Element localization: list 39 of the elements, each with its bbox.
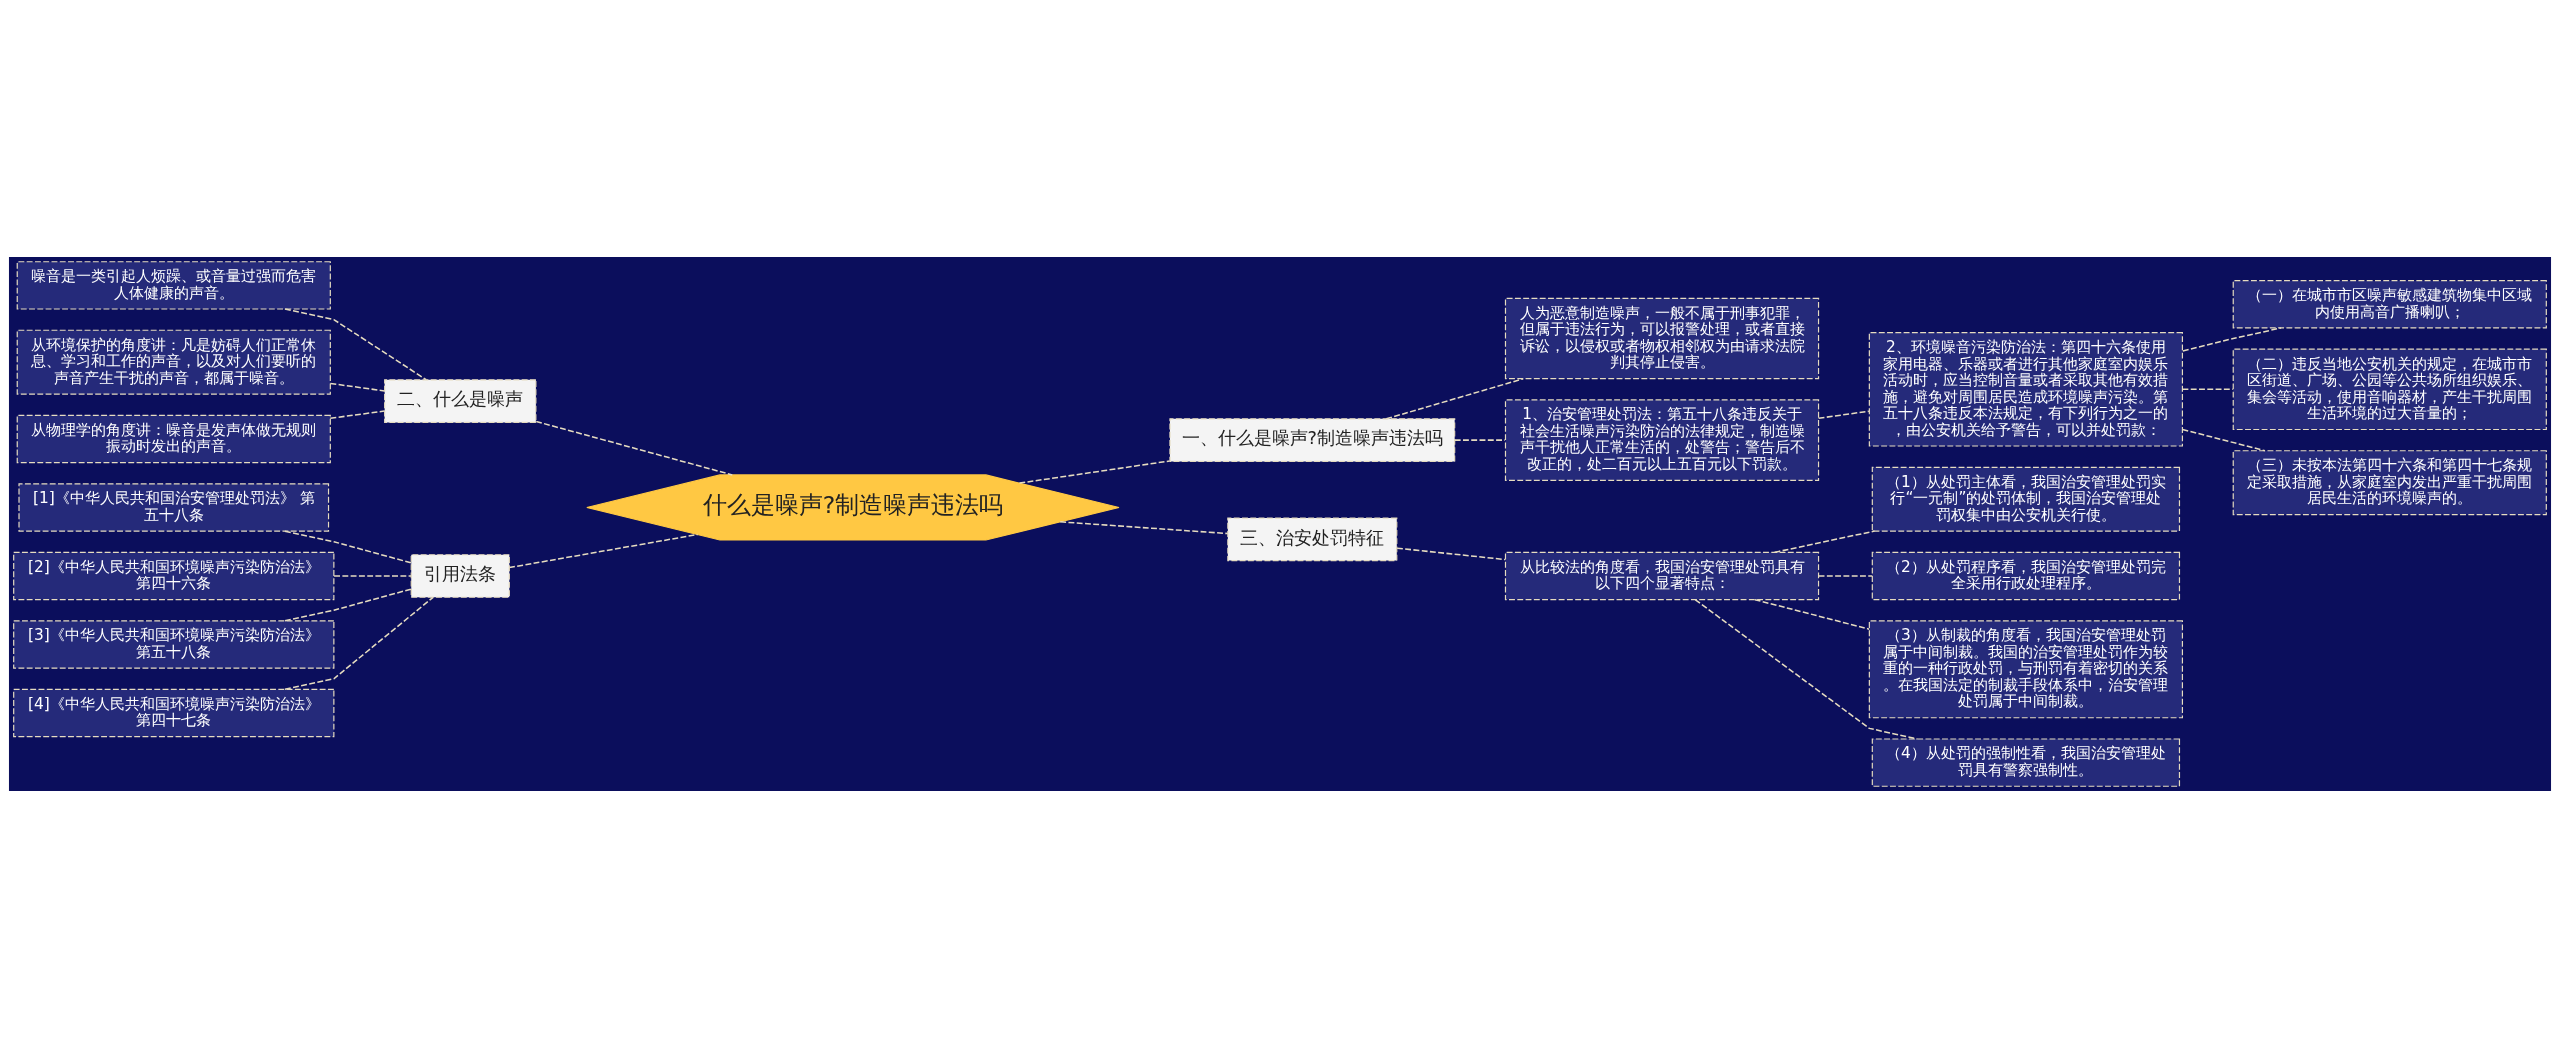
- node-box: [4]《中华人民共和国环境噪声污染防治法》第四十七条: [13, 688, 335, 738]
- node-box: 1、治安管理处罚法：第五十八条违反关于社会生活噪声污染防治的法律规定，制造噪声干扰他人正常生活的，处警告；警告后不改正的，处二百元以上五百元以下罚款。: [1504, 399, 1820, 481]
- node-box: [2]《中华人民共和国环境噪声污染防治法》第四十六条: [13, 551, 335, 601]
- node-box: （一）在城市市区噪声敏感建筑物集中区域内使用高音广播喇叭；: [2232, 280, 2547, 329]
- node-box: [1]《中华人民共和国治安管理处罚法》 第五十八条: [18, 483, 330, 532]
- node-box: 2、环境噪音污染防治法：第四十六条使用家用电器、乐器或者进行其他家庭室内娱乐活动时，应当控制音量或者采取其他有效措施，避免对周围居民造成环境噪声污染。第五十八条违反本法规定，有下列行为之一的，由公安机关给予警告，可以并处罚款：: [1868, 332, 2183, 447]
- node-box: （1）从处罚主体看，我国治安管理处罚实行“一元制”的处罚体制，我国治安管理处罚权集中由公安机关行使。: [1871, 466, 2181, 532]
- connector: [1059, 521, 1229, 535]
- connector: [1454, 439, 1506, 441]
- node-box: 噪音是一类引起人烦躁、或音量过强而危害人体健康的声音。: [16, 261, 331, 310]
- connector: [2182, 327, 2282, 352]
- connector: [2181, 388, 2234, 391]
- connector: [333, 575, 412, 577]
- connector: [1817, 575, 1874, 577]
- connector: [284, 588, 412, 622]
- node-box: [3]《中华人民共和国环境噪声污染防治法》第五十八条: [13, 620, 335, 669]
- node-box: 三、治安处罚特征: [1227, 517, 1398, 562]
- node-box: （二）违反当地公安机关的规定，在城市市区街道、广场、公园等公共场所组织娱乐、集会等活动，使用音响器材，产生干扰周围生活环境的过大音量的；: [2232, 348, 2547, 431]
- node-box: 从物理学的角度讲：噪音是发声体做无规则振动时发出的声音。: [16, 414, 331, 464]
- connector: [329, 382, 386, 392]
- connector: [1754, 598, 1870, 630]
- node-box: （2）从处罚程序看，我国治安管理处罚完全采用行政处理程序。: [1871, 551, 2181, 601]
- node-box: （3）从制裁的角度看，我国治安管理处罚属于中间制裁。我国的治安管理处罚作为较重的一种行政处罚，与刑罚有着密切的关系。在我国法定的制裁手段体系中，治安管理处罚属于中间制裁。: [1868, 620, 2183, 719]
- node-box: 从比较法的角度看，我国治安管理处罚具有以下四个显著特点：: [1504, 551, 1820, 601]
- connector: [1385, 378, 1524, 420]
- node-box: 二、什么是噪声: [384, 379, 537, 423]
- node-box: 从环境保护的角度讲：凡是妨碍人们正常休息、学习和工作的声音，以及对人们要听的声音产生干扰的声音，都属于噪音。: [16, 329, 331, 395]
- connector: [508, 533, 699, 569]
- node-box: （4）从处罚的强制性看，我国治安管理处罚具有警察强制性。: [1871, 738, 2181, 787]
- node-box: 引用法条: [410, 554, 510, 598]
- node-box: （三）未按本法第四十六条和第四十七条规定采取措施，从家庭室内发出严重干扰周围居民生活的环境噪声的。: [2232, 450, 2547, 516]
- connector: [535, 420, 734, 476]
- node-box: 人为恶意制造噪声，一般不属于刑事犯罪，但属于违法行为，可以报警处理，或者直接诉讼，以侵权或者物权相邻权为由请求法院判其停止侵害。: [1504, 297, 1820, 380]
- connector: [1396, 547, 1506, 561]
- connector: [1817, 410, 1870, 420]
- connector: [329, 410, 386, 420]
- connector: [1018, 460, 1171, 484]
- node-box: 一、什么是噪声?制造噪声违法吗: [1169, 418, 1456, 462]
- connector: [1773, 530, 1876, 554]
